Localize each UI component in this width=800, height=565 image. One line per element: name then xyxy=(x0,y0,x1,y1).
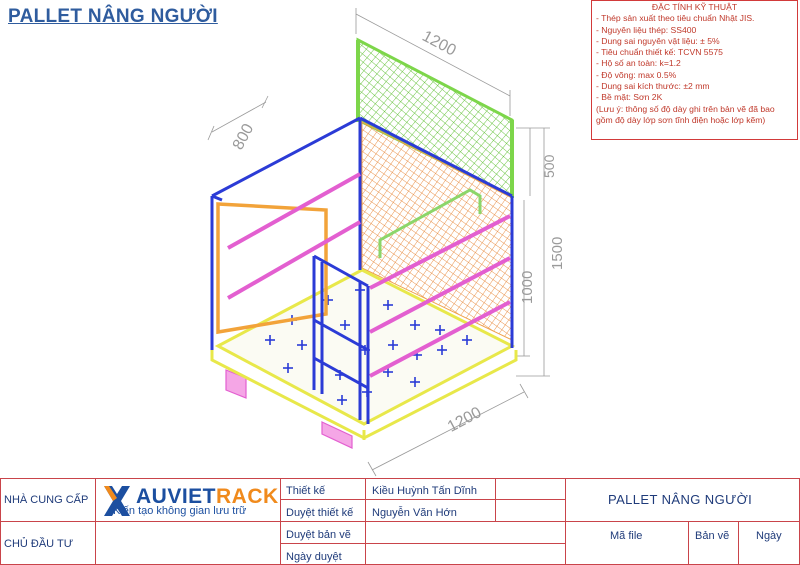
dimension-cage-height: 1000 xyxy=(519,271,536,304)
front-gate-frame xyxy=(312,254,370,424)
spec-line: - Độ võng: max 0.5% xyxy=(596,69,677,80)
dimension-left-depth: 800 xyxy=(230,121,258,153)
company-tagline: Kiến tạo không gian lưu trữ xyxy=(113,505,247,517)
drawing-approver-label: Duyệt bản vẽ xyxy=(286,529,351,541)
project-name: PALLET NÂNG NGƯỜI xyxy=(608,492,753,507)
sheet-label: Bản vẽ xyxy=(695,530,730,542)
left-gate xyxy=(216,202,328,335)
dimension-lines xyxy=(207,8,550,477)
cage-frame xyxy=(210,116,514,350)
dimension-back-panel: 500 xyxy=(541,154,557,178)
logo-part-auviet: AUVIET xyxy=(136,485,217,508)
designer-value: Kiều Huỳnh Tấn Dĩnh xyxy=(372,485,477,497)
file-code-label: Mã file xyxy=(610,530,643,542)
spec-line: - Dung sai kích thước: ±2 mm xyxy=(596,81,710,92)
spec-line: - Bề mặt: Sơn 2K xyxy=(596,92,663,103)
dimension-top-width: 1200 xyxy=(419,28,458,60)
spec-line: - Dung sai nguyên vật liệu: ± 5% xyxy=(596,35,720,46)
spec-line: - Tiêu chuẩn thiết kế: TCVN 5575 xyxy=(596,47,723,58)
designer-label: Thiết kế xyxy=(286,485,326,497)
design-approver-label: Duyệt thiết kế xyxy=(286,507,354,519)
technical-spec-box: ĐẶC TÍNH KỸ THUẬT - Thép sản xuất theo t… xyxy=(591,0,798,140)
base-frame xyxy=(210,350,518,440)
dimension-total-height: 1500 xyxy=(549,237,566,270)
spec-note: (Lưu ý: thông số độ dày ghi trên bản vẽ … xyxy=(596,103,775,125)
auvietrack-logo-icon xyxy=(104,486,130,516)
spec-heading: ĐẶC TÍNH KỸ THUẬT xyxy=(651,2,738,12)
drawing-title: PALLET NÂNG NGƯỜI xyxy=(8,6,218,27)
logo-part-rack: RACK xyxy=(216,485,279,508)
spec-line: - Thép sản xuất theo tiêu chuẩn Nhật JIS… xyxy=(596,13,755,24)
pink-rails xyxy=(227,172,511,378)
pallet-feet xyxy=(225,369,353,449)
pallet-isometric-drawing: 1200 800 500 1500 1000 1200 xyxy=(207,8,566,477)
approval-date-label: Ngày duyệt xyxy=(286,551,342,563)
supplier-label: NHÀ CUNG CẤP xyxy=(4,494,89,506)
design-approver-value: Nguyễn Văn Hớn xyxy=(372,507,457,519)
spec-line: - Hộ số an toàn: k=1.2 xyxy=(596,58,681,69)
owner-label: CHỦ ĐẦU TƯ xyxy=(4,538,74,550)
handle-rail xyxy=(378,188,482,258)
company-logo-text: AUVIETRACK xyxy=(136,485,279,509)
spec-line: - Nguyên liệu thép: SS400 xyxy=(596,24,697,35)
date-label: Ngày xyxy=(756,530,782,542)
dimension-bottom-width: 1200 xyxy=(445,404,484,436)
